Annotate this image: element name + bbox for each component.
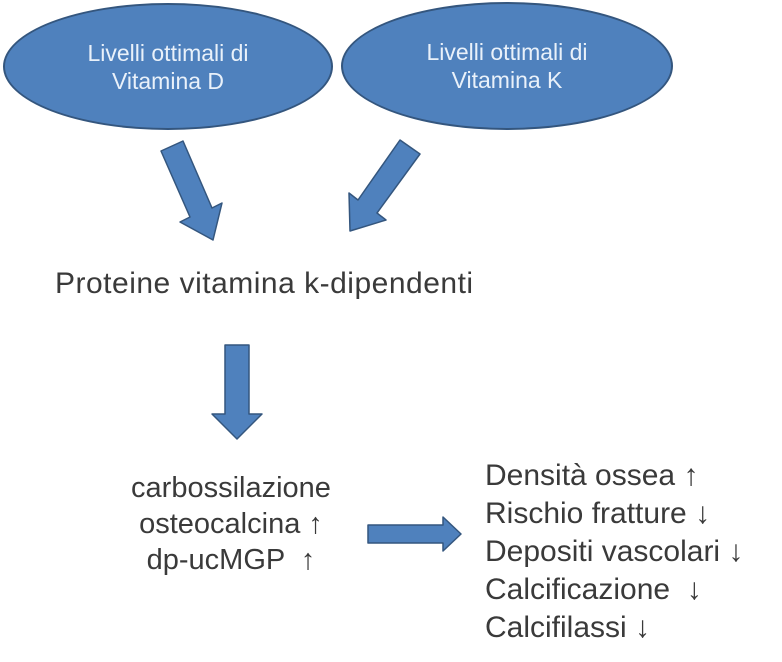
outcome-line-densita-ossea: Densità ossea ↑	[485, 459, 699, 492]
node-vitamin-k-line2: Vitamina K	[451, 67, 563, 93]
outcome-line-depositi-vascolari: Depositi vascolari ↓	[485, 535, 744, 568]
node-vitamin-d-line1: Livelli ottimali di	[87, 39, 249, 66]
node-vitamin-k-label: Livelli ottimali di Vitamina K	[426, 38, 587, 94]
arrow-vitk-to-proteins-icon	[348, 139, 421, 232]
node-vitamin-k: Livelli ottimali di Vitamina K	[341, 2, 673, 130]
outcome-line-calcificazione: Calcificazione ↓	[485, 573, 702, 606]
node-vitamin-d-label: Livelli ottimali di Vitamina D	[87, 39, 248, 95]
proteins-label: Proteine vitamina k-dipendenti	[55, 267, 474, 300]
markers-block: carbossilazione osteocalcina ↑ dp-ucMGP …	[111, 470, 351, 578]
marker-line-osteocalcina: osteocalcina ↑	[139, 508, 323, 540]
arrow-proteins-to-markers-icon	[211, 344, 263, 440]
node-vitamin-k-line1: Livelli ottimali di	[426, 39, 588, 65]
arrow-vitd-to-proteins-icon	[160, 140, 223, 241]
node-vitamin-d: Livelli ottimali di Vitamina D	[3, 3, 333, 130]
arrow-markers-to-outcomes-icon	[367, 516, 462, 552]
node-vitamin-d-line2: Vitamina D	[111, 67, 225, 94]
outcomes-block: Densità ossea ↑ Rischio fratture ↓ Depos…	[485, 457, 743, 647]
marker-line-carbossilazione: carbossilazione	[131, 472, 331, 504]
marker-line-dp-ucmgp: dp-ucMGP ↑	[146, 544, 316, 576]
outcome-line-rischio-fratture: Rischio fratture ↓	[485, 497, 711, 530]
outcome-line-calcifilassi: Calcifilassi ↓	[485, 611, 651, 644]
